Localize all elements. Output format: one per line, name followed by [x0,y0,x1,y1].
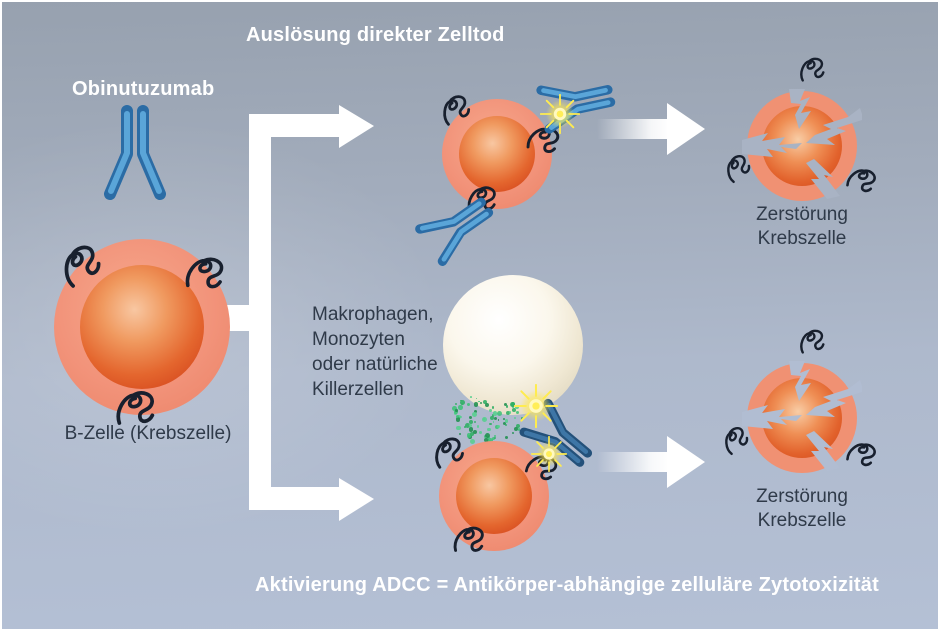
flow-arrow-bottom-icon [597,436,705,488]
flow-arrow-top-icon [597,103,705,155]
obinutuzumab-antibody-icon [100,102,170,206]
receptor-icon [429,433,471,475]
effector-cells-label: Makrophagen, Monozyten oder natürliche K… [312,304,438,400]
branch-arrow-icon [227,105,374,521]
upper-cancer-cell-core [459,116,535,192]
burst-icon [531,436,567,472]
destruction-line1: Zerstörung [756,204,848,225]
obinutuzumab-label: Obinutuzumab [72,78,215,100]
burst-icon [514,384,558,428]
receptor-icon [798,328,828,358]
destruction-label-bottom: Zerstörung Krebszelle [727,485,877,533]
title-bottom: Aktivierung ADCC = Antikörper-abhängige … [255,574,879,596]
receptor-icon [798,56,828,86]
destruction-label-top: Zerstörung Krebszelle [727,203,877,251]
lower-cancer-cell-core [456,458,532,534]
destruction-line1: Zerstörung [756,486,848,507]
b-cell-label: B-Zelle (Krebszelle) [64,423,232,444]
title-top: Auslösung direkter Zelltod [246,24,505,46]
burst-icon [540,94,580,134]
b-cell-core [80,265,204,389]
receptor-icon [449,521,492,564]
destruction-line2: Krebszelle [757,228,847,249]
macrophage-icon [443,275,583,415]
destruction-line2: Krebszelle [757,510,847,531]
